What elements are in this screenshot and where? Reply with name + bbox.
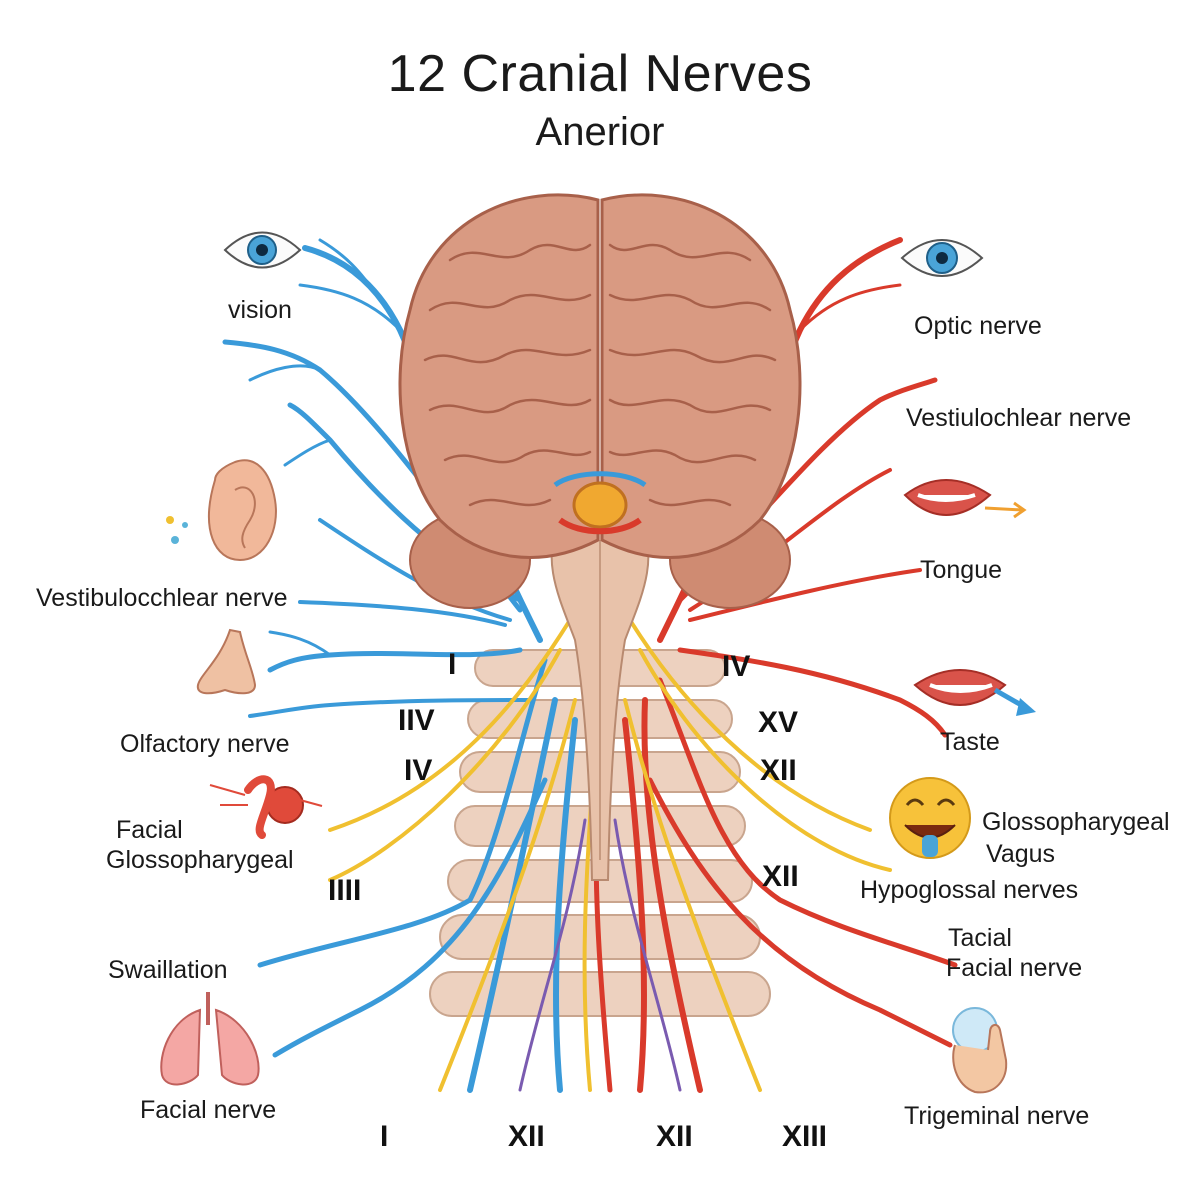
numeral-right-1: IV [722,650,750,683]
label-optic-nerve: Optic nerve [914,312,1042,340]
numeral-bottom-4: XIII [782,1120,827,1153]
tongue-emoji-icon [889,777,971,859]
lips-icon [903,479,1027,519]
label-tongue: Tongue [920,556,1002,584]
brain [398,193,802,609]
right-nerve-branches [593,237,958,1093]
numeral-left-2: IIV [398,704,435,737]
eye-icon [900,239,984,277]
lungs-icon [160,992,260,1086]
label-swaillation: Swaillation [108,956,228,984]
label-vagus: Vagus [986,840,1055,868]
numeral-right-2: XV [758,706,798,739]
numeral-right-3: XII [760,754,797,787]
label-taste: Taste [940,728,1000,756]
label-trigeminal-nerve: Trigeminal nerve [904,1102,1089,1130]
eye-icon [223,231,302,269]
heart-icon [209,775,323,839]
label-vestibulocchlear-nerve: Vestibulocchlear nerve [36,584,288,612]
deep-nerve-branches [518,818,682,1092]
label-glossopharygeal-right: Glossopharygeal [982,808,1170,836]
label-facial-nerve-right: Facial nerve [946,954,1082,982]
numeral-left-1: I [448,648,456,681]
label-facial-nerve-left: Facial nerve [140,1096,276,1124]
label-tacial: Tacial [948,924,1012,952]
numeral-bottom-3: XII [656,1120,693,1153]
page-subtitle: Anerior [535,110,665,154]
numeral-bottom-1: I [380,1120,388,1153]
numeral-left-3: IV [404,754,432,787]
nose-icon [196,628,257,695]
lips-icon [913,669,1036,716]
label-vision: vision [228,296,292,324]
hand-icon [952,1007,1008,1094]
numeral-bottom-2: XII [508,1120,545,1153]
label-olfactory-nerve: Olfactory nerve [120,730,290,758]
label-facial: Facial [116,816,183,844]
numeral-left-4: IIII [328,874,361,907]
label-vestiulochlear-nerve: Vestiulochlear nerve [906,404,1131,432]
label-hypoglossal-nerves: Hypoglossal nerves [860,876,1078,904]
page-title: 12 Cranial Nerves [387,45,813,103]
brainstem [550,519,650,881]
label-glossopharygeal-left: Glossopharygeal [106,846,294,874]
ear-icon [166,459,277,562]
numeral-right-4: XII [762,860,799,893]
